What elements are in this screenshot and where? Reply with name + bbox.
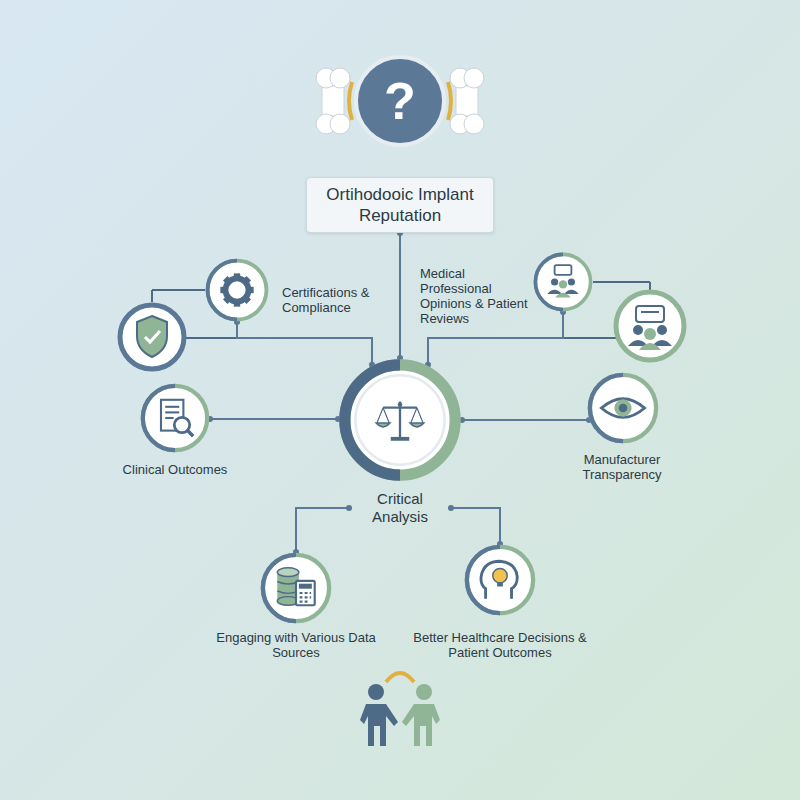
- connector-dot: [346, 505, 352, 511]
- icon-circle: [140, 383, 210, 453]
- topic-node: Critical Analysis: [338, 358, 462, 526]
- leader-line: [152, 289, 205, 291]
- question-mark: ?: [360, 71, 440, 131]
- circle-outline: [464, 544, 536, 616]
- node-label: Medical Professional Opinions & Patient …: [420, 266, 528, 326]
- topic-node: Certifications & Compliance: [205, 258, 382, 322]
- title-text: Ortihodooic Implant Reputation: [307, 178, 493, 232]
- bracket-arc: [448, 82, 451, 120]
- topic-node: Engaging with Various Data Sources: [211, 552, 381, 660]
- leader-line: [563, 337, 616, 339]
- node-label: Manufacturer Transparency: [567, 452, 677, 482]
- leader-line: [593, 281, 650, 283]
- people-circle: [616, 292, 684, 360]
- icon-circle: [338, 358, 462, 482]
- connector-dot: [448, 505, 454, 511]
- node-label: Clinical Outcomes: [110, 462, 240, 477]
- question-circle: [356, 57, 444, 145]
- circle-outline: [260, 552, 332, 624]
- shield-circle: [120, 305, 184, 369]
- topic-node: Clinical Outcomes: [110, 383, 240, 477]
- node-label: Engaging with Various Data Sources: [211, 630, 381, 660]
- connector-line: [237, 322, 372, 365]
- leader-line: [151, 290, 153, 302]
- connector-line: [462, 419, 589, 421]
- topic-node: Better Healthcare Decisions & Patient Ou…: [410, 544, 590, 660]
- icon-circle: [260, 552, 332, 624]
- connector-line: [451, 508, 500, 544]
- connector-line: [399, 233, 401, 358]
- node-label: Better Healthcare Decisions & Patient Ou…: [410, 630, 590, 660]
- leader-line: [185, 337, 237, 339]
- people-figure: [360, 673, 440, 746]
- node-label: Critical Analysis: [355, 490, 445, 526]
- circle-outline: [338, 358, 462, 482]
- bone-icon: [316, 68, 484, 134]
- circle-outline: [587, 372, 659, 444]
- connector-line: [296, 508, 349, 552]
- topic-node: Medical Professional Opinions & Patient …: [420, 252, 593, 326]
- circle-outline: [140, 383, 210, 453]
- bracket-arc: [349, 82, 352, 120]
- connector-line: [210, 418, 338, 420]
- icon-circle: [464, 544, 536, 616]
- node-label: Certifications & Compliance: [282, 285, 382, 315]
- icon-circle: [205, 258, 269, 322]
- title-box: Ortihodooic Implant Reputation: [306, 177, 494, 233]
- icon-circle: [587, 372, 659, 444]
- icon-circle: [533, 252, 593, 312]
- circle-outline: [205, 258, 269, 322]
- circle-outline: [533, 252, 593, 312]
- topic-node: Manufacturer Transparency: [567, 372, 677, 482]
